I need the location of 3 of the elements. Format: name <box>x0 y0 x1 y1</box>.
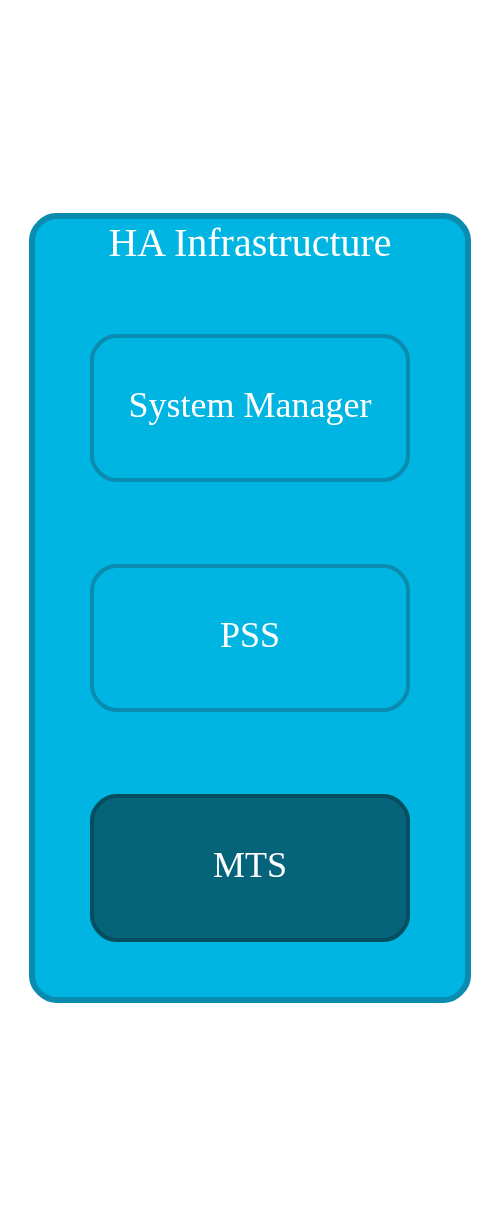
node-box: System Manager <box>90 334 410 482</box>
node-box: PSS <box>90 564 410 712</box>
node-box: MTS <box>90 794 410 942</box>
